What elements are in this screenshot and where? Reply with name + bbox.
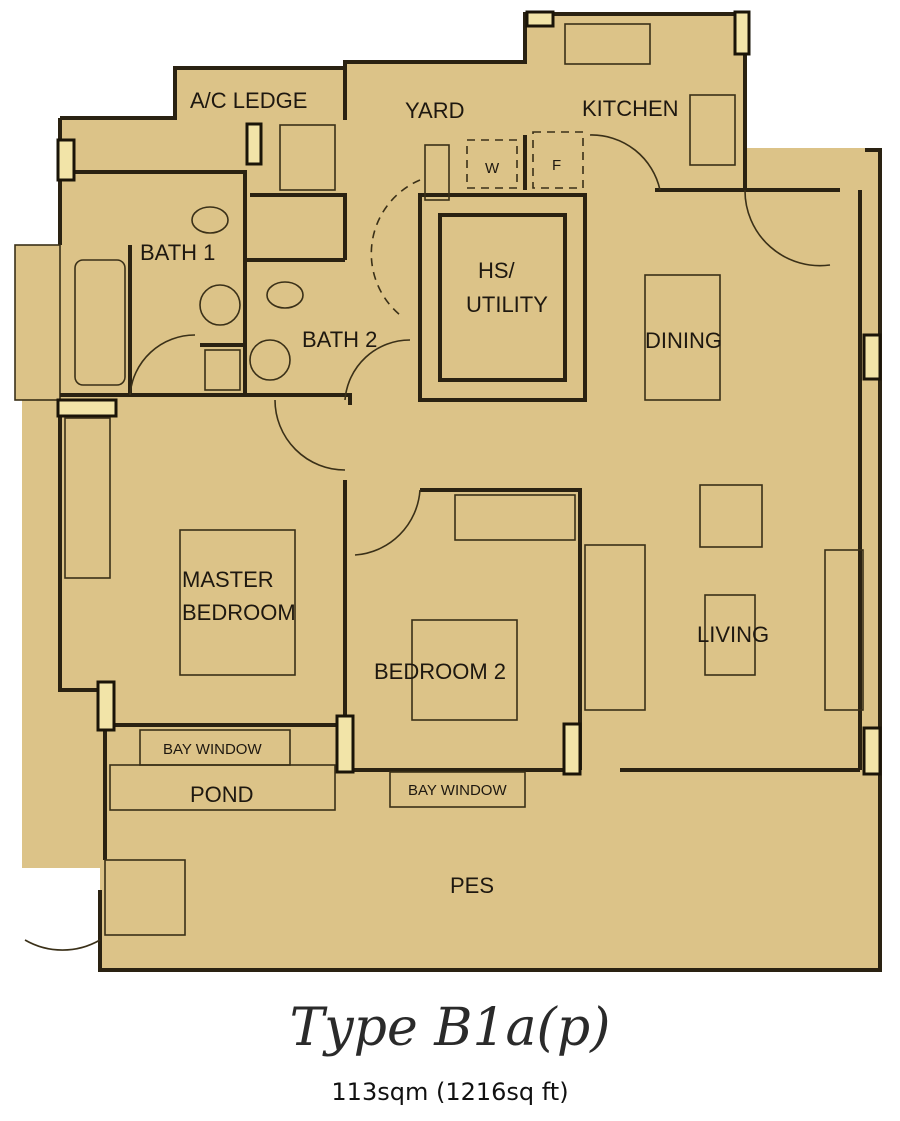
door-swing [589,134,661,191]
hob [689,94,736,166]
interior-walls [60,60,862,772]
label-pond: POND [190,782,254,807]
sofa [584,544,646,711]
label-bath-2: BATH 2 [302,327,377,352]
unit-type-title: Type B1a(p) [289,998,611,1058]
door-swing [274,399,346,471]
floor-plan: A/C LEDGE YARD KITCHEN W F BATH 1 BATH 2… [14,10,882,972]
label-washer: W [485,160,500,177]
bathtub [74,259,126,386]
fridge-box [532,131,584,189]
dining-table [644,274,721,401]
wardrobe [454,494,576,541]
shower [424,144,450,201]
door-swing [129,334,196,396]
sink [199,284,241,326]
column [525,10,555,28]
label-pes: PES [450,873,494,898]
coffee-table [704,594,756,676]
label-bay-window-master: BAY WINDOW [163,741,262,758]
column [56,398,118,418]
column [245,122,263,166]
label-living: LIVING [697,622,769,647]
label-yard: YARD [405,98,465,123]
door-swing [344,339,411,401]
shower [204,349,241,391]
label-master-bedroom: MASTER [182,567,274,592]
label-hs-utility: HS/ [478,258,516,283]
column [335,714,355,774]
label-fridge: F [552,157,561,174]
door-swing [370,179,421,316]
label-bay-window-bedroom2: BAY WINDOW [408,782,507,799]
door-swing [24,939,101,951]
shower [279,124,336,191]
armchair [699,484,763,548]
tv-console [824,549,864,711]
label-bath-1: BATH 1 [140,240,215,265]
kitchen-sink [564,23,651,65]
door-swing [354,489,421,556]
unit-area: 113sqm (1216sq ft) [331,1078,569,1106]
label-dining: DINING [645,328,722,353]
outer-wall [58,12,882,972]
pond-area [109,764,336,811]
wardrobe [64,417,111,579]
washer-box [466,139,518,189]
master-bed [179,529,296,676]
label-master-bedroom-2: BEDROOM [182,600,296,625]
label-ac-ledge: A/C LEDGE [190,88,307,113]
column [96,680,116,732]
toilet [191,206,229,234]
column [56,138,76,182]
door-swing [744,189,831,267]
bed-2 [411,619,518,721]
column [862,333,882,381]
steps [104,859,186,936]
sink [249,339,291,381]
column [862,726,882,776]
toilet [266,281,304,309]
bay-window [389,771,526,808]
column [562,722,582,776]
label-hs-utility-2: UTILITY [466,292,548,317]
bay-window-left [14,244,61,401]
column [733,10,751,56]
label-kitchen: KITCHEN [582,96,679,121]
label-bedroom-2: BEDROOM 2 [374,659,506,684]
